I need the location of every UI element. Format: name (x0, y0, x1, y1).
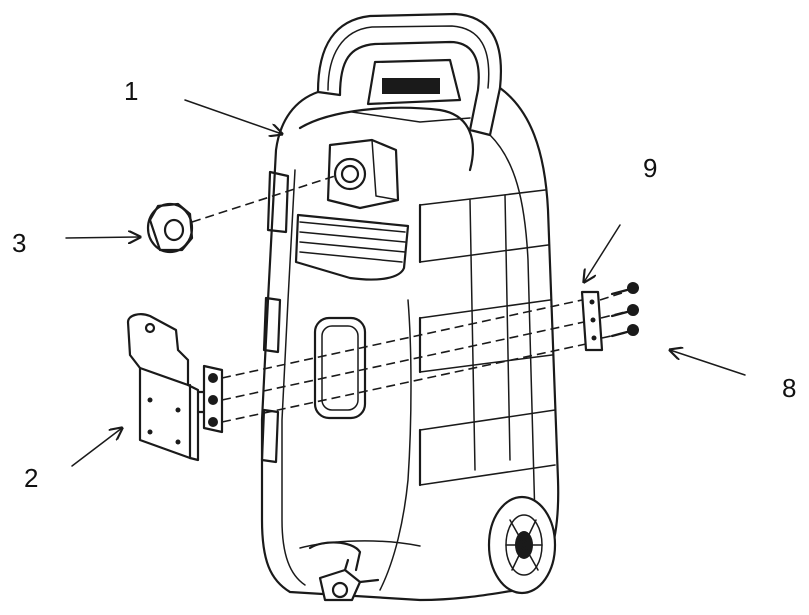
leader-arrow-2 (71, 428, 122, 467)
callout-1: 1 (124, 76, 139, 106)
callout-9: 9 (643, 153, 658, 183)
brand-plate (382, 78, 440, 94)
wall-bracket (126, 313, 224, 462)
wheel (487, 495, 557, 595)
leader-arrow-1 (184, 99, 282, 134)
callout-2: 2 (24, 463, 39, 493)
water-tank-body (260, 12, 560, 602)
leader-arrow-8 (670, 350, 746, 376)
screws (610, 282, 639, 338)
callout-3: 3 (12, 228, 27, 258)
assembly-lines (221, 291, 626, 423)
callout-8: 8 (782, 373, 797, 403)
leader-arrow-3 (65, 237, 140, 238)
hose-fitting (146, 175, 336, 254)
leader-arrow-9 (584, 224, 621, 282)
leader-arrows (65, 99, 746, 467)
rear-plate (580, 290, 604, 352)
